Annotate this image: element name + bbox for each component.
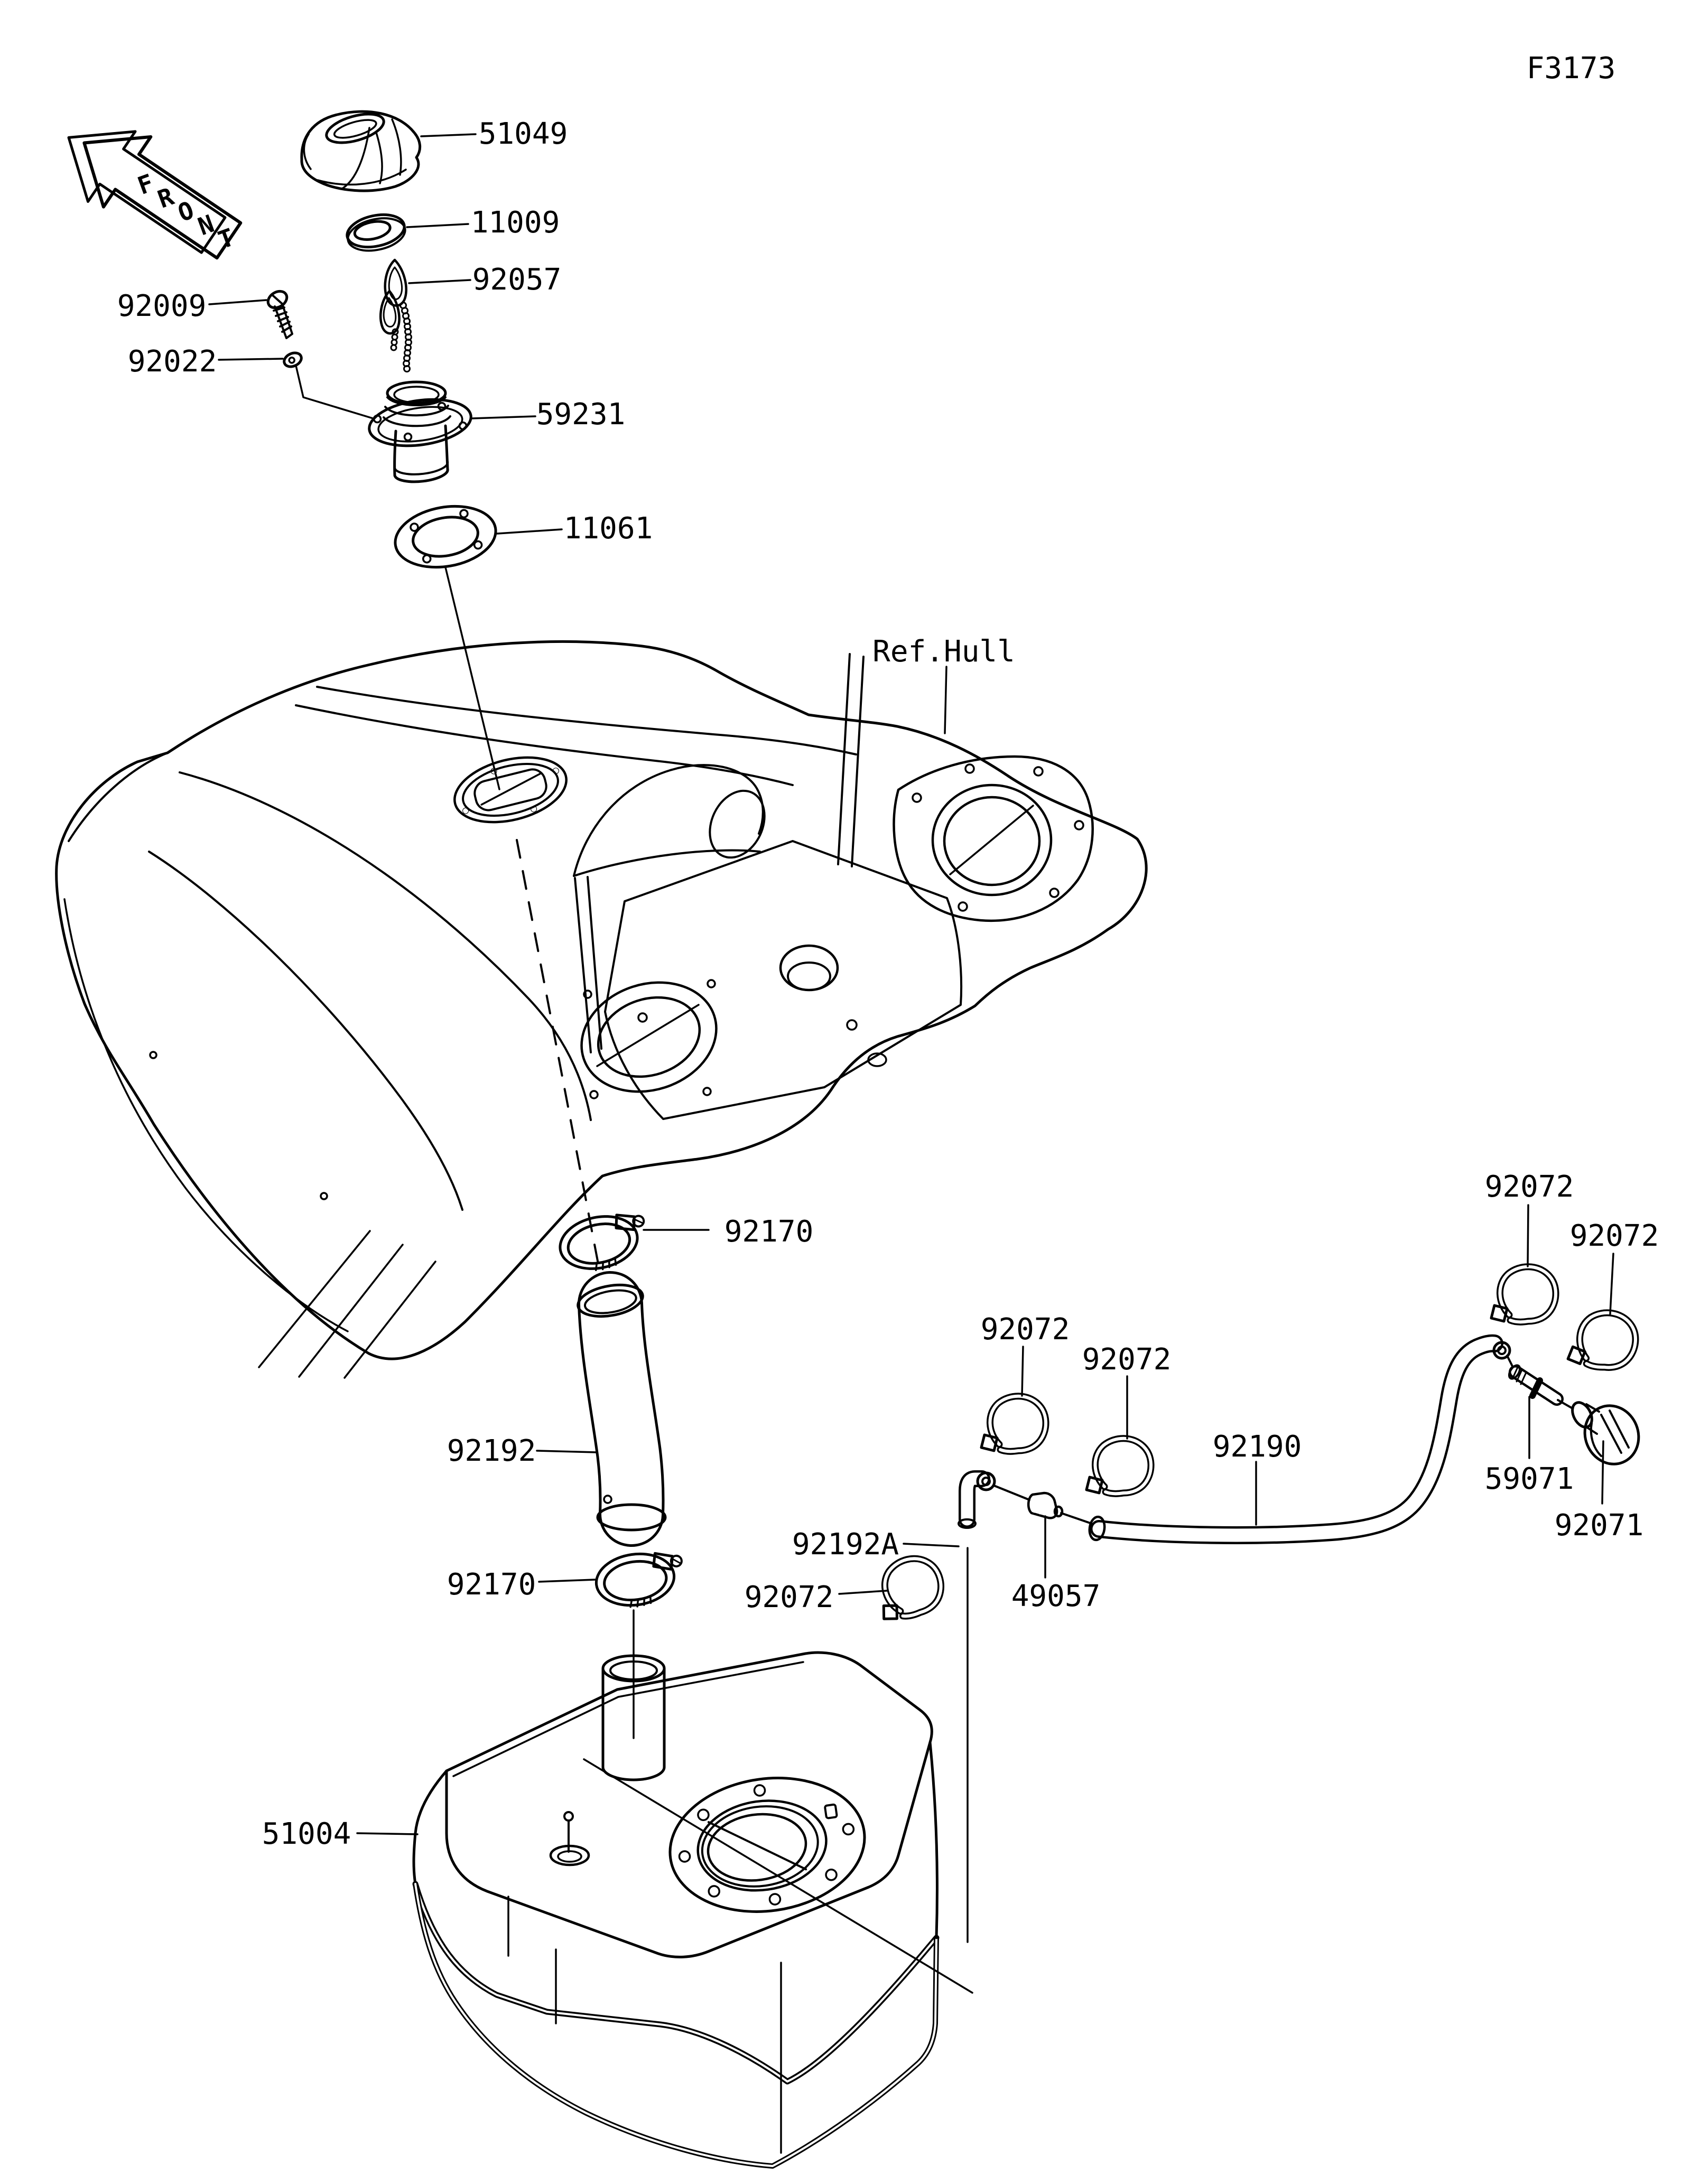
front-arrow-letters: F R O N T [134, 169, 238, 255]
part-label-51049: 51049 [479, 117, 568, 151]
part-label-51004: 51004 [262, 1817, 351, 1851]
reference-hull-label: Ref.Hull [872, 634, 1015, 669]
hull-strake-2 [148, 851, 463, 1211]
wire-clamp-3 [870, 1553, 947, 1623]
front-arrow-face [82, 135, 243, 260]
hull-floor-panel [580, 840, 963, 1120]
deck-filler-opening [453, 756, 568, 824]
eyelet-drawing [283, 351, 303, 368]
eyelet-pointer-line [295, 365, 374, 419]
part-label-92072-1: 92072 [981, 1312, 1070, 1347]
screw-drawing [266, 290, 293, 339]
part-label-92170-lower: 92170 [447, 1567, 536, 1602]
figure-code: F3173 [1527, 51, 1616, 86]
filler-neck-drawing [368, 380, 472, 483]
cap-cable-drawing [379, 258, 412, 372]
front-letter: R [154, 182, 178, 213]
part-label-92072-3: 92072 [745, 1580, 834, 1614]
hull-right-plate [893, 755, 1094, 922]
band-clamp-upper [555, 1208, 652, 1277]
front-arrow-shadow [67, 130, 227, 254]
joint-pipe-drawing [1506, 1355, 1574, 1410]
neck-gasket-drawing [394, 505, 497, 569]
part-label-92192: 92192 [447, 1434, 536, 1468]
part-label-11061: 11061 [564, 511, 653, 546]
front-letter: F [134, 169, 157, 200]
part-label-59231: 59231 [536, 397, 626, 432]
front-letter: O [174, 195, 198, 227]
hull-outline [55, 640, 1148, 1360]
cable-beads [390, 302, 412, 372]
part-label-92072-5: 92072 [1570, 1219, 1659, 1253]
gasket-to-deck-line [444, 566, 500, 790]
part-label-92190: 92190 [1213, 1430, 1302, 1464]
part-label-92170-upper: 92170 [724, 1215, 814, 1249]
part-label-92022: 92022 [128, 344, 217, 379]
part-label-92192A: 92192A [792, 1527, 899, 1562]
hull-deck-line-1 [316, 686, 857, 755]
part-label-92072-2: 92072 [1082, 1342, 1172, 1377]
wire-clamp-4 [1491, 1267, 1556, 1322]
filler-hose-drawing [577, 1271, 667, 1547]
wire-clamp-2 [1086, 1439, 1151, 1494]
front-letter: N [194, 209, 218, 241]
hull-strake-1 [179, 771, 592, 1121]
wire-clamp-1 [981, 1396, 1046, 1452]
part-label-92057: 92057 [472, 263, 562, 297]
fuel-filler-cap-drawing [300, 110, 422, 192]
hull-rubrail [63, 898, 349, 1332]
front-letter: T [215, 223, 238, 255]
tank-gauge-hole [549, 1811, 590, 1866]
part-label-92072-4: 92072 [1485, 1170, 1574, 1204]
hull-scoop [573, 764, 766, 1053]
part-label-92071: 92071 [1555, 1508, 1644, 1543]
part-label-11009: 11009 [471, 206, 560, 240]
fuel-tank-drawing [412, 1651, 973, 2169]
hull-bow-stem [68, 752, 169, 842]
outlet-fitting-drawing [1571, 1401, 1640, 1466]
check-valve-drawing [1027, 1491, 1093, 1525]
tank-top-face [445, 1651, 933, 1958]
tank-sender-plate [668, 1777, 866, 1913]
eyelet-to-valve-line [993, 1485, 1030, 1501]
band-clamp-lower [593, 1548, 687, 1612]
tank-seam [412, 1881, 940, 2085]
part-label-92009: 92009 [117, 289, 207, 323]
hidden-center-line [516, 839, 599, 1265]
leader-lines [208, 133, 1614, 1835]
wire-clamp-5 [1567, 1308, 1639, 1372]
part-label-49057: 49057 [1011, 1579, 1101, 1613]
hull-drawing [55, 640, 1148, 1379]
part-label-59071: 59071 [1485, 1462, 1574, 1496]
hull-keel-strakes [258, 1230, 436, 1379]
breather-elbow-hose [958, 1470, 996, 1529]
cap-gasket-drawing [346, 213, 406, 252]
front-direction-arrow: F R O N T [67, 130, 243, 260]
fuel-return-hose [1088, 1334, 1511, 1544]
